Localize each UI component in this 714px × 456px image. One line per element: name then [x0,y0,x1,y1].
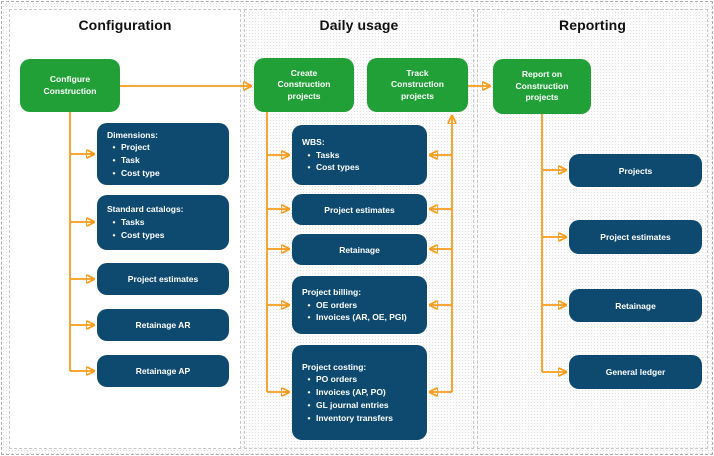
bullet-item: •GL journal entries [302,399,421,412]
bullet-item: •Inventory transfers [302,412,421,425]
bullet-dot: • [307,312,311,323]
node-project-estimates-daily: Project estimates [292,194,427,225]
bullet-item: •Project [107,141,223,154]
node-project-billing: Project billing: •OE orders •Invoices (A… [292,276,427,334]
bullet-dot: • [307,412,311,423]
panel-reporting: Reporting [477,9,708,449]
node-title: Project billing: [302,286,362,297]
node-project-estimates-report: Project estimates [569,220,702,254]
node-title: WBS: [302,136,325,147]
panel-title-reporting: Reporting [558,17,626,33]
node-general-ledger: General ledger [569,355,702,389]
bullet-dot: • [112,229,116,240]
node-configure-construction: Configure Construction [20,59,120,112]
node-project-estimates-config: Project estimates [97,263,229,295]
bullet-dot: • [112,217,116,228]
bullet-item: •Tasks [107,216,223,229]
node-wbs: WBS: •Tasks •Cost types [292,125,427,185]
bullet-dot: • [307,374,311,385]
node-retainage-report: Retainage [569,289,702,322]
panel-title-configuration: Configuration [78,17,172,33]
panel-daily-usage: Daily usage [244,9,474,449]
bullet-dot: • [307,299,311,310]
bullet-item: •Tasks [302,149,421,162]
bullet-item: •Invoices (AR, OE, PGI) [302,311,421,324]
bullet-item: •PO orders [302,373,421,386]
bullet-dot: • [112,155,116,165]
node-title: Standard catalogs: [107,204,184,215]
node-retainage-ap: Retainage AP [97,355,229,387]
node-track-construction-projects: Track Construction projects [367,58,468,112]
bullet-dot: • [307,149,311,160]
bullet-dot: • [307,162,311,173]
bullet-item: •Invoices (AP, PO) [302,386,421,399]
bullet-dot: • [307,399,311,410]
node-retainage-daily: Retainage [292,234,427,265]
bullet-item: •OE orders [302,299,421,312]
panel-title-daily-usage: Daily usage [319,17,399,33]
bullet-dot: • [112,142,116,153]
bullet-item: •Cost type [107,167,223,180]
node-retainage-ar: Retainage AR [97,309,229,341]
node-title: Project costing: [302,361,367,372]
bullet-dot: • [307,387,311,398]
node-projects-report: Projects [569,154,702,187]
bullet-item: •Task [107,154,223,167]
node-standard-catalogs: Standard catalogs: •Tasks •Cost types [97,195,229,250]
bullet-item: •Cost types [302,161,421,174]
node-title: Dimensions: [107,129,159,140]
node-dimensions: Dimensions: •Project •Task •Cost type [97,123,229,185]
node-report-on-construction-projects: Report on Construction projects [493,59,591,114]
node-project-costing: Project costing: •PO orders •Invoices (A… [292,345,427,440]
node-create-construction-projects: Create Construction projects [254,58,354,112]
bullet-dot: • [112,167,116,178]
bullet-item: •Cost types [107,229,223,242]
